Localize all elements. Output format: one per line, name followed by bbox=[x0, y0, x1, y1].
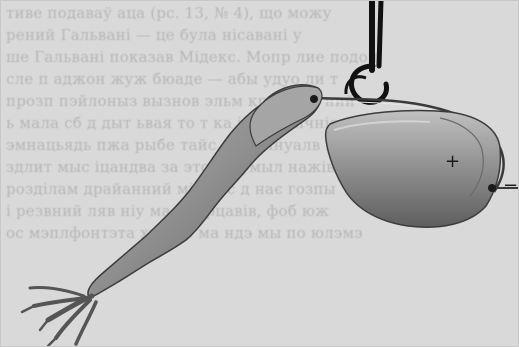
negative-marker: − bbox=[503, 177, 518, 195]
frog-leg bbox=[22, 85, 322, 346]
positive-marker: + bbox=[445, 153, 460, 171]
muscle-piece bbox=[326, 111, 519, 228]
hook bbox=[346, 0, 387, 102]
